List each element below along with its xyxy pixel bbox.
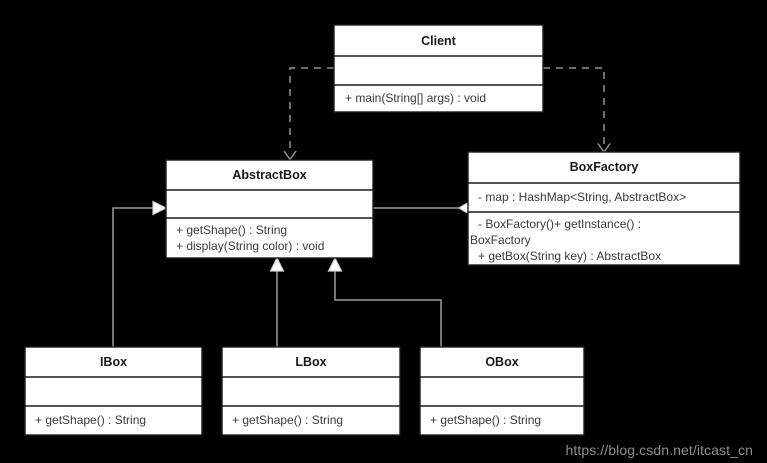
class-name-label: AbstractBox	[232, 168, 306, 182]
class-method-label: + display(String color) : void	[176, 239, 324, 253]
class-method-label: - BoxFactory()+ getInstance() :	[478, 217, 641, 231]
dependency-line-client-abstractbox	[289, 67, 334, 152]
class-method-label: + getBox(String key) : AbstractBox	[478, 249, 661, 263]
relationship-client-boxfactory	[543, 67, 611, 154]
class-name-label: LBox	[295, 355, 326, 369]
hollow-triangle-arrowhead-icon	[327, 256, 343, 272]
open-arrowhead-icon	[283, 150, 297, 161]
relationship-boxfactory-abstractbox	[373, 202, 476, 214]
relationship-lbox-abstractbox	[269, 256, 285, 347]
relationship-ibox-abstractbox	[112, 200, 168, 347]
hollow-triangle-arrowhead-icon	[269, 256, 285, 272]
class-name-label: OBox	[485, 355, 518, 369]
generalization-line-obox	[334, 270, 442, 347]
class-box-outline	[333, 24, 544, 113]
hollow-triangle-arrowhead-icon	[152, 200, 168, 216]
class-box-abstractbox[interactable]: AbstractBox + getShape() : String + disp…	[165, 159, 374, 259]
watermark-text: https://blog.csdn.net/itcast_cn	[565, 442, 753, 458]
class-method-label-continued: BoxFactory	[470, 233, 531, 247]
open-arrowhead-icon	[597, 143, 611, 154]
dependency-line-client-boxfactory	[543, 67, 605, 145]
class-box-outline	[467, 151, 741, 266]
relationship-client-abstractbox	[283, 67, 334, 161]
class-method-label: + getShape() : String	[35, 413, 146, 427]
class-box-outline	[24, 346, 203, 436]
class-box-outline	[221, 346, 401, 436]
class-method-label: + getShape() : String	[176, 223, 287, 237]
class-name-label: BoxFactory	[570, 160, 639, 174]
relationship-obox-abstractbox	[327, 256, 442, 347]
class-box-lbox[interactable]: LBox + getShape() : String	[221, 346, 401, 436]
class-attribute-label: - map : HashMap<String, AbstractBox>	[478, 190, 686, 204]
generalization-line-ibox	[112, 207, 155, 347]
class-box-outline	[419, 346, 585, 436]
class-box-obox[interactable]: OBox + getShape() : String	[419, 346, 585, 436]
class-box-client[interactable]: Client + main(String[] args) : void	[333, 24, 544, 113]
class-name-label: Client	[421, 34, 457, 48]
class-method-label: + main(String[] args) : void	[345, 91, 486, 105]
class-method-label: + getShape() : String	[430, 413, 541, 427]
class-box-outline	[165, 159, 374, 259]
class-name-label: IBox	[100, 355, 127, 369]
class-method-label: + getShape() : String	[232, 413, 343, 427]
class-box-ibox[interactable]: IBox + getShape() : String	[24, 346, 203, 436]
class-box-boxfactory[interactable]: BoxFactory - map : HashMap<String, Abstr…	[467, 151, 741, 266]
